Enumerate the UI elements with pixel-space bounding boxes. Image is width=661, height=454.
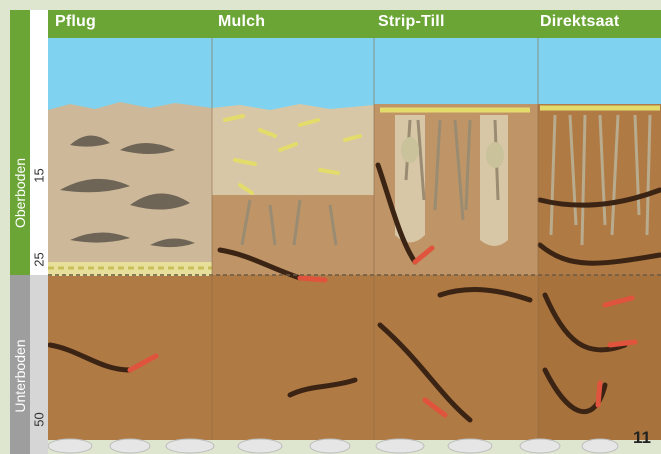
- column-pflug-soil: [48, 102, 212, 440]
- depth-mark-25: 25: [32, 251, 47, 269]
- depth-mark-15: 15: [32, 167, 47, 185]
- column-title-striptill: Strip-Till: [378, 13, 445, 31]
- bedrock-stones: [48, 439, 618, 453]
- column-title-pflug: Pflug: [55, 13, 96, 31]
- subsoil-label: Unterboden: [12, 332, 28, 420]
- column-mulch-soil: [212, 104, 374, 440]
- depth-mark-50: 50: [32, 411, 47, 429]
- topsoil-bar: [10, 10, 30, 275]
- column-title-direktsaat: Direktsaat: [540, 13, 619, 31]
- column-striptill-soil: [374, 104, 538, 440]
- sky-band: [48, 38, 661, 110]
- column-direktsaat-soil: [538, 104, 661, 440]
- page-number: 11: [633, 428, 651, 448]
- topsoil-label: Oberboden: [12, 151, 28, 235]
- column-title-mulch: Mulch: [218, 13, 265, 31]
